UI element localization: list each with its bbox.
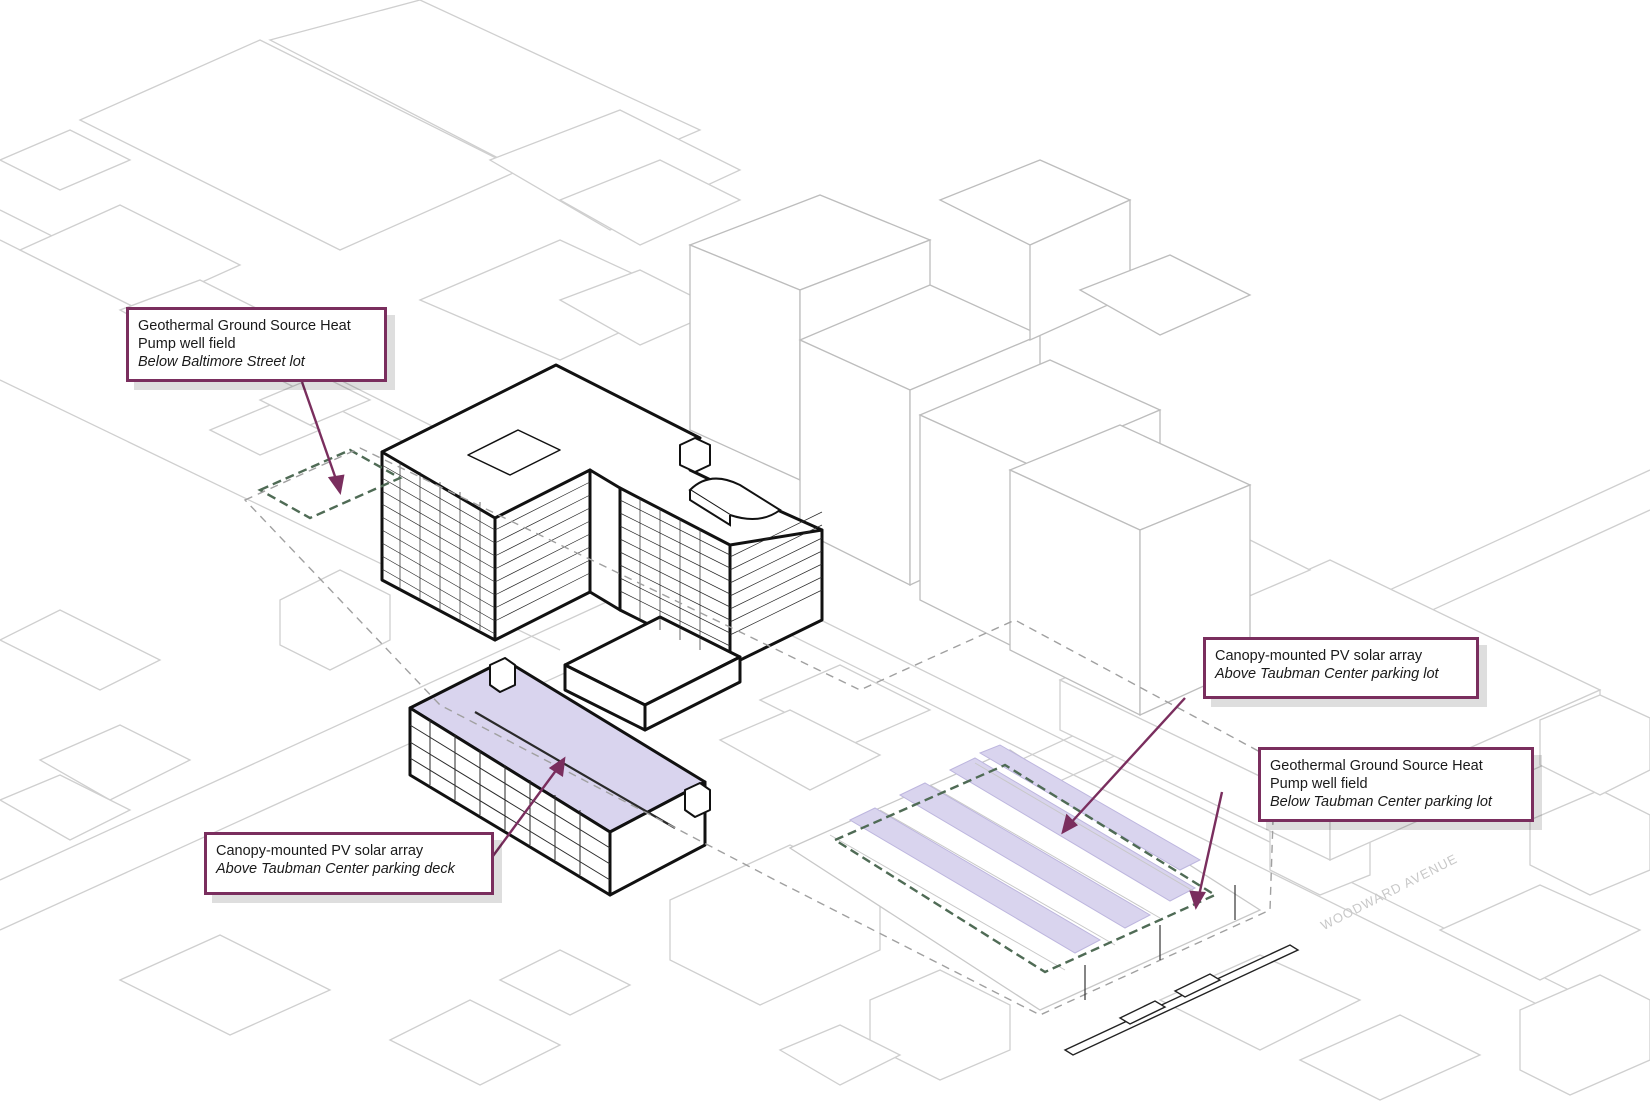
arrowhead-geothermal-taubman — [1189, 890, 1206, 910]
callout-pv-deck: Canopy-mounted PV solar array Above Taub… — [204, 832, 494, 895]
context-towers — [688, 159, 1252, 717]
callout-pv-lot: Canopy-mounted PV solar array Above Taub… — [1203, 637, 1479, 699]
callout-title: Pump well field — [138, 336, 236, 352]
leader-geothermal-taubman — [1196, 791, 1224, 901]
facade-window-grid — [381, 462, 823, 650]
geothermal-field-taubman — [832, 763, 1218, 974]
callout-title: Canopy-mounted PV solar array — [1215, 648, 1423, 664]
callout-subtitle: Below Taubman Center parking lot — [1270, 794, 1492, 810]
arrowhead-geothermal-baltimore — [327, 474, 345, 495]
callout-title: Canopy-mounted PV solar array — [216, 843, 424, 859]
callout-geothermal-taubman: Geothermal Ground Source Heat Pump well … — [1258, 747, 1534, 822]
parking-deck — [408, 657, 711, 897]
pv-canopies — [848, 744, 1202, 954]
arrowhead-pv-deck — [548, 756, 566, 778]
main-building — [380, 363, 824, 732]
geothermal-field-baltimore — [257, 448, 403, 520]
signal-poles — [1084, 885, 1236, 1000]
callout-subtitle: Above Taubman Center parking deck — [216, 861, 455, 877]
callout-title: Pump well field — [1270, 776, 1368, 792]
arrowhead-pv-lot — [1061, 813, 1078, 835]
leader-pv-lot — [1067, 697, 1186, 827]
callout-subtitle: Above Taubman Center parking lot — [1215, 666, 1439, 682]
callout-subtitle: Below Baltimore Street lot — [138, 354, 305, 370]
callout-title: Geothermal Ground Source Heat — [138, 318, 351, 334]
callout-title: Geothermal Ground Source Heat — [1270, 758, 1483, 774]
leader-geothermal-baltimore — [300, 381, 340, 486]
leader-arrows — [300, 381, 1224, 910]
light-rail — [1063, 944, 1300, 1056]
callout-geothermal-baltimore: Geothermal Ground Source Heat Pump well … — [126, 307, 387, 382]
surface-lot — [788, 744, 1262, 1011]
leader-pv-deck — [489, 764, 561, 861]
barrel-vault-roof — [688, 477, 782, 527]
deck-floor-lines — [409, 711, 676, 881]
site-boundary — [243, 447, 1276, 1016]
lot-stalls — [829, 762, 1201, 971]
